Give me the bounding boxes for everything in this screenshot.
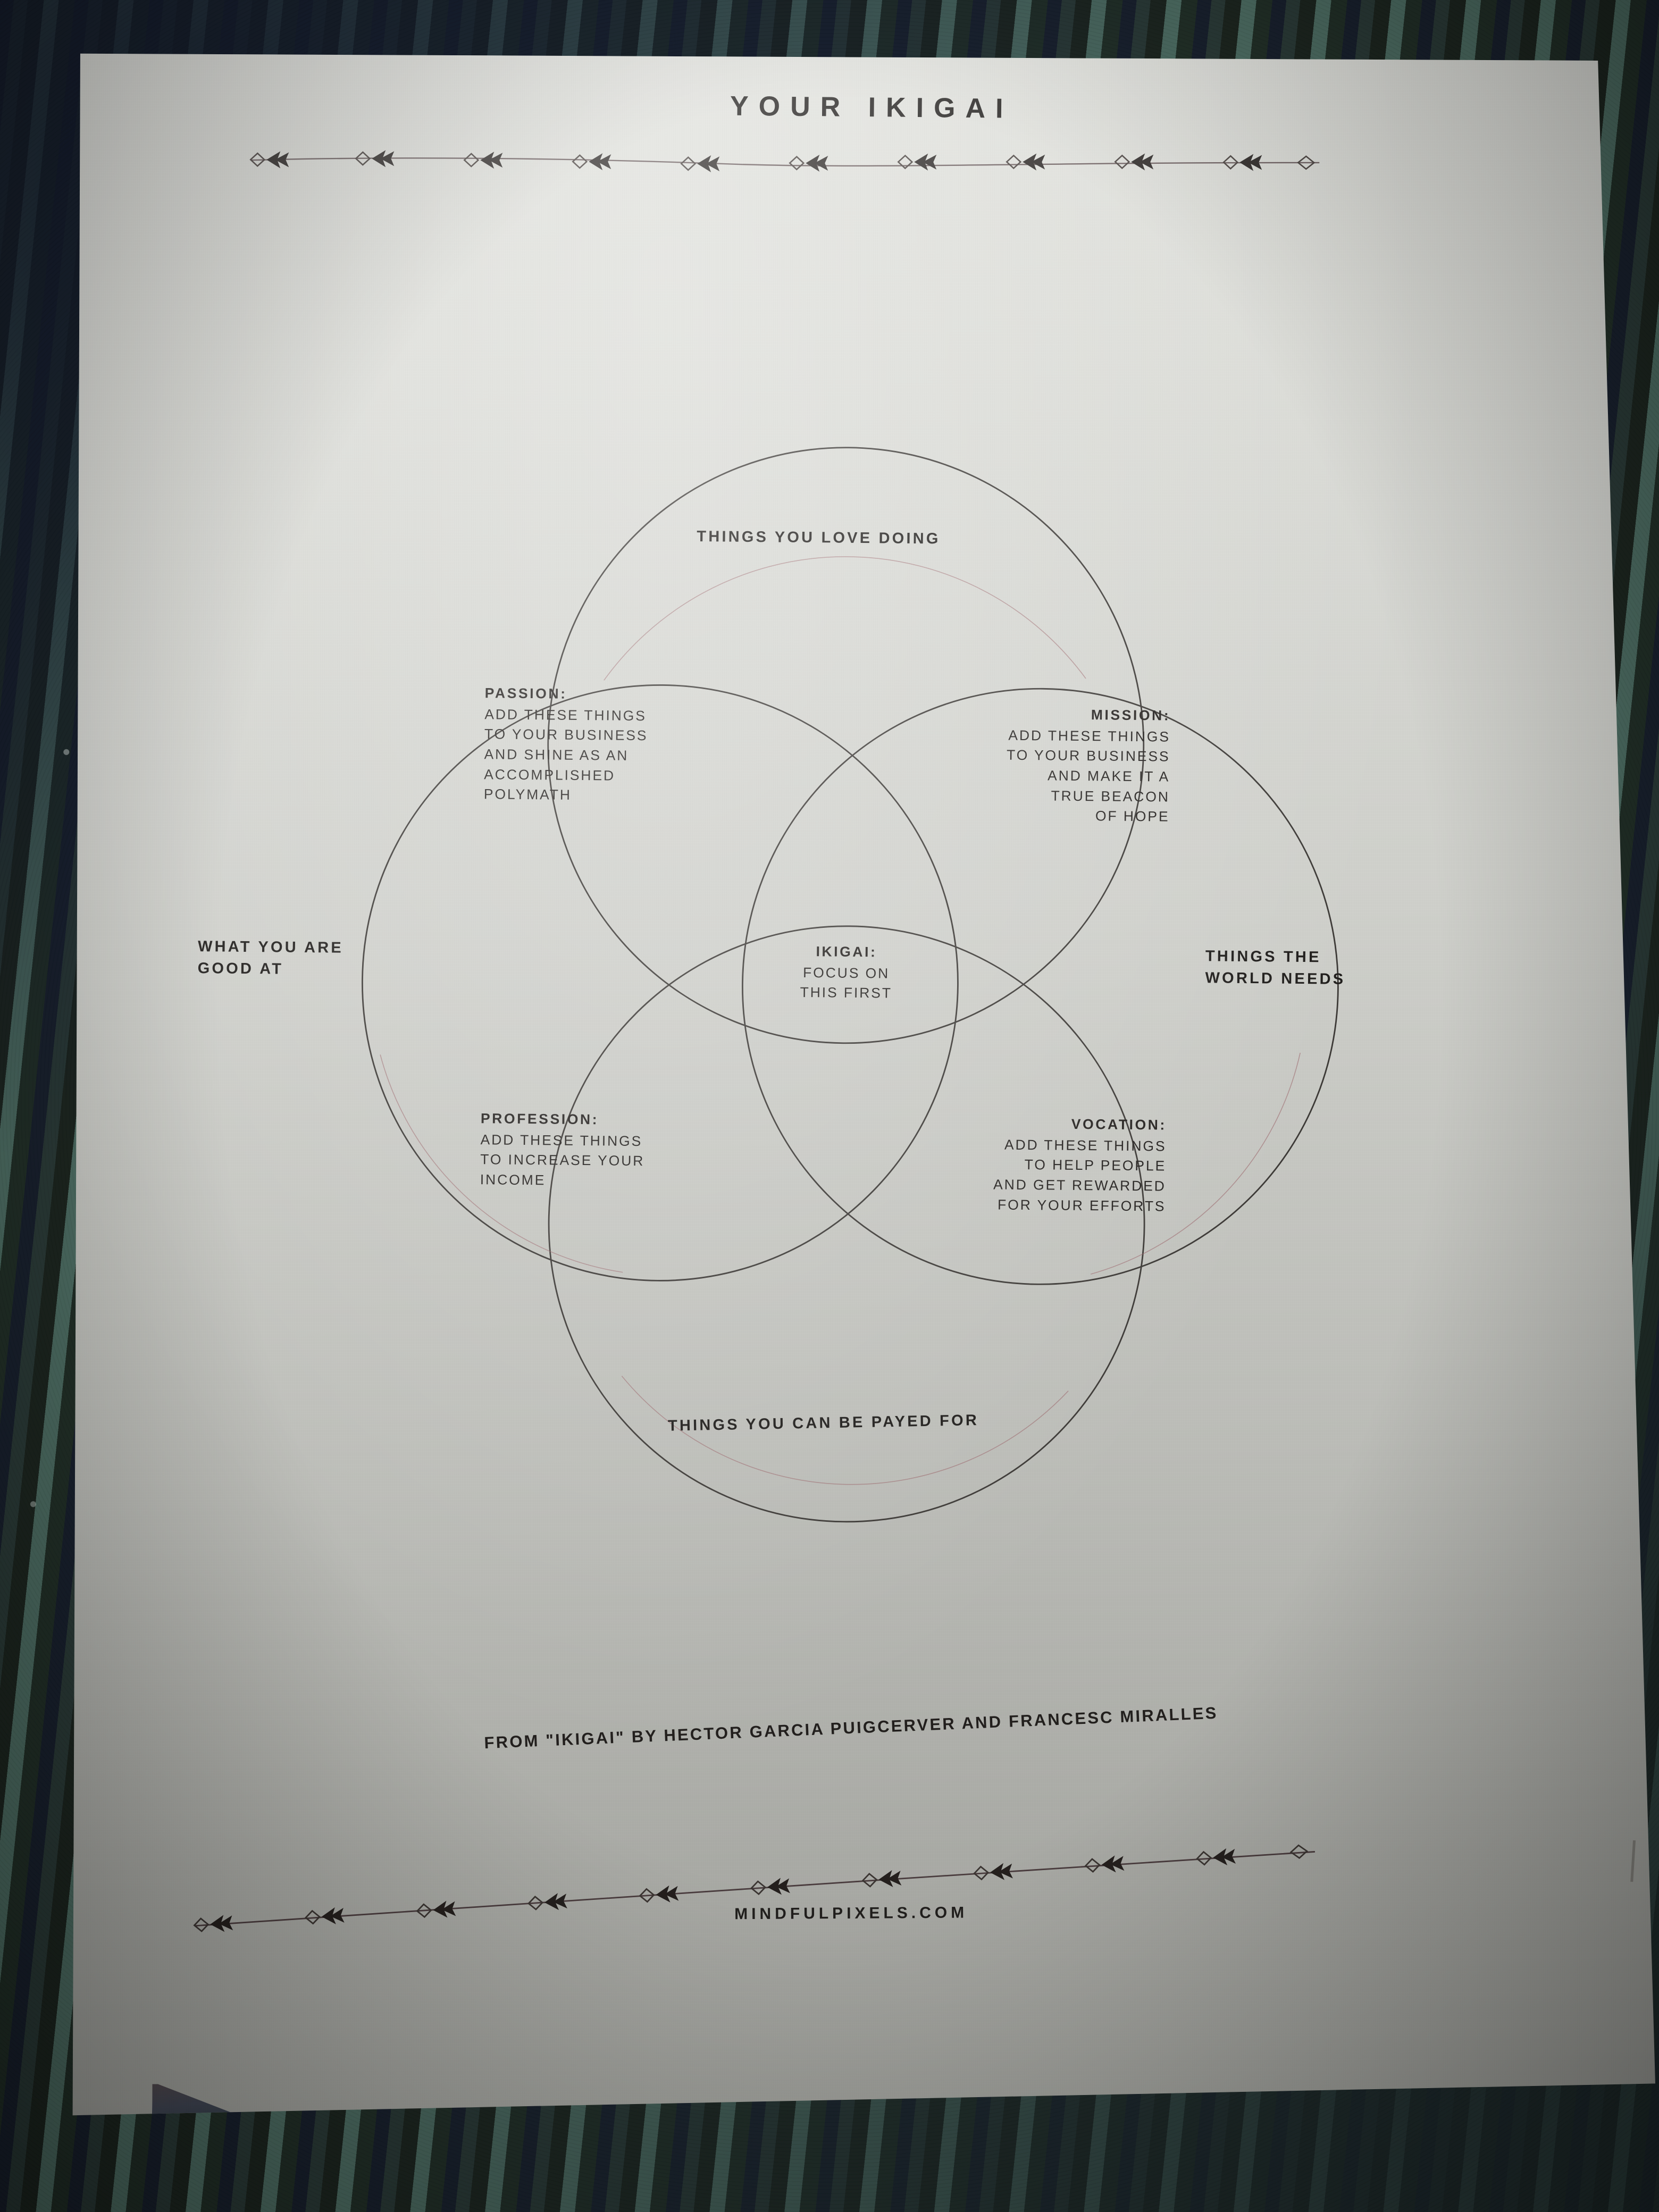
paper-sheet: YOUR IKIGAI: [63, 53, 1655, 2171]
segment-mission-heading: MISSION:: [1091, 707, 1171, 724]
circle-label-good-at: WHAT YOU ARE GOOD AT: [197, 938, 344, 978]
circle-label-world-needs: THINGS THE WORLD NEEDS: [1205, 948, 1346, 988]
circle-label-love-doing: THINGS YOU LOVE DOING: [697, 528, 941, 548]
segment-profession-heading: PROFESSION:: [480, 1110, 599, 1128]
poster-content: YOUR IKIGAI: [63, 54, 1655, 2171]
segment-passion: PASSION: ADD THESE THINGS TO YOUR BUSINE…: [484, 683, 783, 807]
segment-vocation-body: ADD THESE THINGS TO HELP PEOPLE AND GET …: [993, 1136, 1167, 1214]
ikigai-venn-diagram: [362, 447, 1339, 1523]
segment-passion-body: ADD THESE THINGS TO YOUR BUSINESS AND SH…: [483, 706, 648, 803]
segment-ikigai-body: FOCUS ON THIS FIRST: [800, 964, 893, 1001]
segment-vocation: VOCATION: ADD THESE THINGS TO HELP PEOPL…: [857, 1112, 1167, 1217]
segment-profession: PROFESSION: ADD THESE THINGS TO INCREASE…: [480, 1109, 778, 1193]
segment-mission: MISSION: ADD THESE THINGS TO YOUR BUSINE…: [872, 703, 1171, 827]
circle-payed-for: [548, 925, 1145, 1523]
segment-vocation-heading: VOCATION:: [1071, 1116, 1167, 1133]
segment-mission-body: ADD THESE THINGS TO YOUR BUSINESS AND MA…: [1006, 727, 1171, 825]
ornamental-divider-top: [245, 143, 1325, 179]
segment-profession-body: ADD THESE THINGS TO INCREASE YOUR INCOME: [480, 1131, 645, 1188]
circle-love-doing: [547, 447, 1145, 1044]
circle-good-at: [362, 684, 959, 1281]
segment-ikigai: IKIGAI: FOCUS ON THIS FIRST: [724, 941, 969, 1004]
segment-passion-heading: PASSION:: [484, 685, 567, 702]
ornamental-divider-bottom: [189, 1836, 1326, 1940]
segment-ikigai-heading: IKIGAI:: [816, 943, 877, 960]
circle-world-needs: [742, 688, 1339, 1285]
